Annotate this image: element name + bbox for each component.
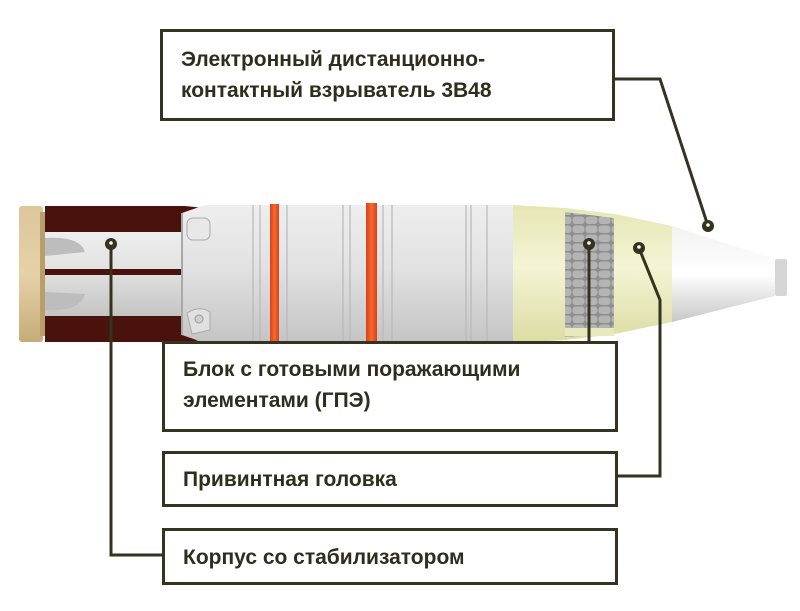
- label-fragment-block-line-2: элементами (ГПЭ): [183, 389, 371, 412]
- label-screw-head-line-1: Привинтная головка: [183, 468, 397, 491]
- label-body: Корпус со стабилизатором: [162, 528, 618, 585]
- label-screw-head: Привинтная головка: [162, 451, 618, 507]
- leader-dots: [105, 220, 714, 254]
- label-fuze-line-1: Электронный дистанционно-: [181, 48, 486, 71]
- label-fuze: Электронный дистанционно- контактный взр…: [160, 29, 615, 121]
- projectile-body: [181, 203, 515, 347]
- label-fragment-block-line-1: Блок с готовыми поражающими: [183, 358, 521, 381]
- driving-band-2: [366, 203, 377, 347]
- tail-base: [19, 206, 46, 342]
- label-fuze-line-2: контактный взрыватель 3В48: [181, 79, 492, 102]
- label-body-line-1: Корпус со стабилизатором: [183, 546, 465, 569]
- driving-band-1: [270, 204, 279, 346]
- nose-fuze: [672, 226, 787, 322]
- label-fragment-block: Блок с готовыми поражающими элементами (…: [162, 341, 618, 432]
